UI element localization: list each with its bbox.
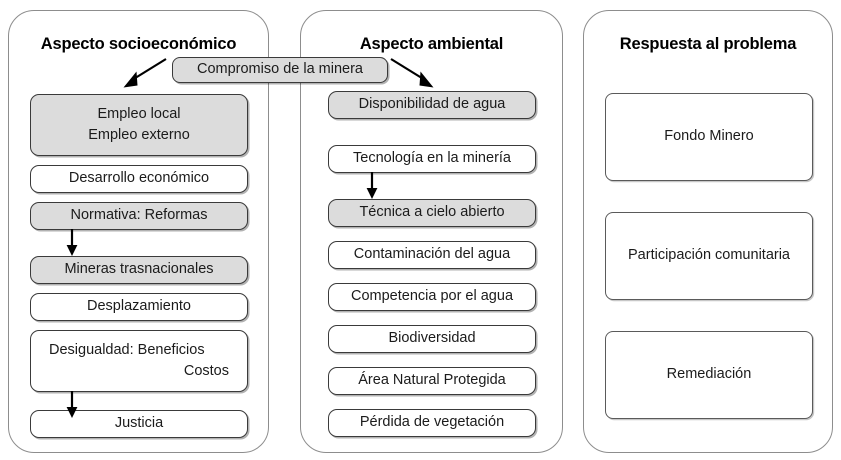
node-desigualdad[interactable]: Desigualdad: Beneficios Costos	[30, 330, 248, 392]
node-participacion-comunitaria[interactable]: Participación comunitaria	[605, 212, 813, 300]
node-remediacion[interactable]: Remediación	[605, 331, 813, 419]
node-desplazamiento-label: Desplazamiento	[87, 298, 191, 315]
node-perdida-de-vegetacion[interactable]: Pérdida de vegetación	[328, 409, 536, 437]
node-empleo-line1: Empleo local	[97, 105, 181, 122]
node-desarrollo-economico-label: Desarrollo económico	[68, 170, 210, 187]
node-mineras-trasnacionales[interactable]: Mineras trasnacionales	[30, 256, 248, 284]
node-tecnica-a-cielo-abierto[interactable]: Técnica a cielo abierto	[328, 199, 536, 227]
node-empleo[interactable]: Empleo local Empleo externo	[30, 94, 248, 156]
node-desarrollo-economico[interactable]: Desarrollo económico	[30, 165, 248, 193]
node-desigualdad-line1: Desigualdad: Beneficios	[49, 341, 205, 358]
node-area-natural-protegida[interactable]: Área Natural Protegida	[328, 367, 536, 395]
node-disponibilidad-de-agua[interactable]: Disponibilidad de agua	[328, 91, 536, 119]
node-contaminacion-del-agua[interactable]: Contaminación del agua	[328, 241, 536, 269]
node-mineras-trasnacionales-label: Mineras trasnacionales	[64, 261, 214, 278]
node-desplazamiento[interactable]: Desplazamiento	[30, 293, 248, 321]
node-fondo-minero-label: Fondo Minero	[664, 128, 754, 145]
node-fondo-minero[interactable]: Fondo Minero	[605, 93, 813, 181]
node-empleo-line2: Empleo externo	[88, 127, 190, 143]
node-normativa-reformas-label: Normativa: Reformas	[70, 207, 208, 224]
node-compromiso-de-la-minera-label: Compromiso de la minera	[196, 61, 363, 78]
node-competencia-por-el-agua[interactable]: Competencia por el agua	[328, 283, 536, 311]
node-area-natural-protegida-label: Área Natural Protegida	[358, 372, 506, 389]
node-biodiversidad[interactable]: Biodiversidad	[328, 325, 536, 353]
node-desigualdad-line2: Costos	[183, 363, 229, 379]
node-tecnica-a-cielo-abierto-label: Técnica a cielo abierto	[359, 204, 505, 221]
panel-title-respuesta: Respuesta al problema	[619, 35, 797, 53]
node-remediacion-label: Remediación	[666, 366, 752, 383]
node-justicia-label: Justicia	[114, 415, 164, 432]
node-contaminacion-del-agua-label: Contaminación del agua	[353, 246, 511, 263]
node-competencia-por-el-agua-label: Competencia por el agua	[350, 288, 514, 305]
panel-title-socioeconomico: Aspecto socioeconómico	[40, 35, 237, 53]
node-tecnologia-en-la-mineria-label: Tecnología en la minería	[353, 150, 511, 167]
node-tecnologia-en-la-mineria[interactable]: Tecnología en la minería	[328, 145, 536, 173]
node-compromiso-de-la-minera[interactable]: Compromiso de la minera	[172, 57, 388, 83]
node-participacion-comunitaria-label: Participación comunitaria	[628, 247, 790, 264]
node-justicia[interactable]: Justicia	[30, 410, 248, 438]
node-disponibilidad-de-agua-label: Disponibilidad de agua	[358, 96, 506, 113]
node-biodiversidad-label: Biodiversidad	[388, 330, 476, 347]
node-normativa-reformas[interactable]: Normativa: Reformas	[30, 202, 248, 230]
panel-title-ambiental: Aspecto ambiental	[359, 35, 504, 53]
node-perdida-de-vegetacion-label: Pérdida de vegetación	[359, 414, 505, 431]
